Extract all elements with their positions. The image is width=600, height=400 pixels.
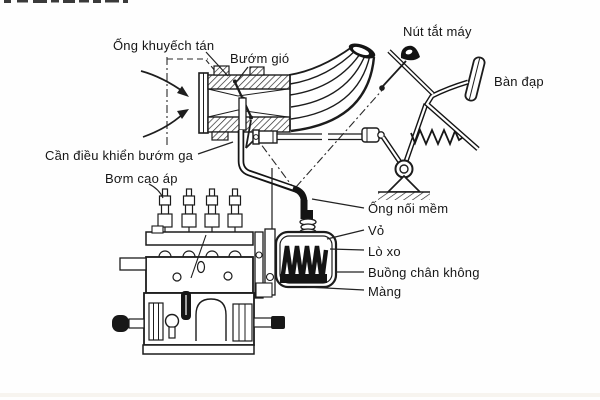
return-spring [410, 127, 463, 147]
label-diffuser-tube: Ống khuyếch tán [113, 38, 215, 53]
label-pedal: Bàn đạp [494, 74, 544, 89]
airflow-arrows [140, 70, 189, 138]
stop-knob-rod [379, 60, 407, 91]
pedal-pad [464, 56, 486, 102]
leader-lines [148, 51, 365, 291]
stop-lever [387, 49, 435, 96]
pump-side-bolt [253, 316, 285, 329]
label-stop-knob: Nút tắt máy [403, 24, 472, 39]
hose-opening-rim [348, 43, 376, 59]
label-choke-valve: Bướm gió [230, 51, 290, 66]
label-spring: Lò xo [368, 244, 401, 259]
label-flexible-pipe: Ống nối mềm [368, 201, 449, 216]
chamber-bellows-spring [279, 245, 329, 283]
ground-hatching [378, 192, 430, 200]
label-vacuum-chamber: Buồng chân không [368, 265, 480, 280]
pedal-assembly [379, 45, 486, 151]
injector-fittings [157, 188, 243, 233]
construction-lines [166, 57, 385, 191]
stop-knob [400, 45, 420, 61]
cropped-text-artifact [4, 0, 128, 3]
diaphragm-bracket [254, 168, 276, 299]
bell-crank-lever [378, 103, 430, 200]
label-throttle-control-lever: Cần điều khiển bướm ga [45, 148, 194, 163]
intake-hose [288, 43, 376, 133]
vacuum-chamber [274, 210, 338, 289]
pump-handle [112, 315, 145, 332]
throttle-link-rod [252, 127, 385, 145]
label-membrane: Màng [368, 284, 402, 299]
label-high-pressure-pump: Bơm cao áp [105, 171, 178, 186]
label-casing: Vỏ [368, 223, 385, 238]
scan-edge-band [0, 393, 600, 397]
injection-pump [112, 188, 285, 355]
